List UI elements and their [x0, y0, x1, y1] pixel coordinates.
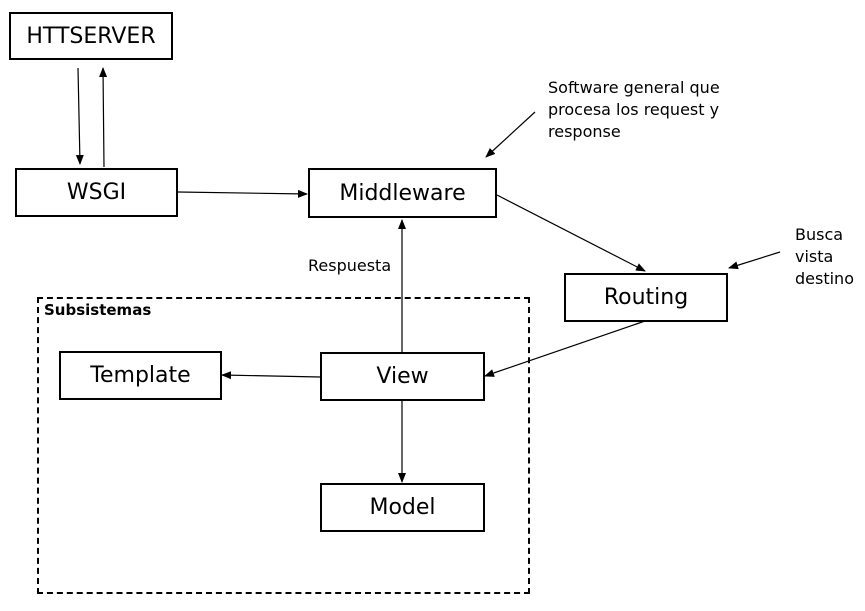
arrow-note-to-middleware	[485, 111, 536, 158]
routing-note-line-2: vista	[795, 247, 834, 266]
arrow-wsgi-to-middleware	[177, 189, 308, 198]
arrow-view-to-template	[221, 371, 321, 380]
respuesta-edge-label: Respuesta	[308, 256, 392, 275]
routing-note-line-1: Busca	[795, 225, 844, 244]
model-node: Model	[320, 483, 485, 532]
view-node: View	[320, 352, 485, 401]
wsgi-node: WSGI	[15, 168, 178, 217]
subsistemas-label: Subsistemas	[44, 301, 152, 319]
arrow-wsgi-to-httpserver	[99, 67, 108, 168]
arrow-httpserver-to-wsgi	[75, 67, 84, 165]
httpserver-node: HTTSERVER	[9, 12, 173, 60]
template-node: Template	[59, 351, 222, 400]
middleware-note-line-2: procesa los request y	[548, 100, 720, 119]
middleware-note-line-3: response	[548, 122, 621, 141]
subsistemas-group	[37, 297, 530, 594]
arrow-routing-to-view	[484, 320, 646, 377]
middleware-note: Software general que procesa los request…	[548, 77, 720, 143]
arrow-middleware-to-routing	[496, 194, 646, 272]
routing-node: Routing	[564, 273, 728, 322]
routing-note-line-3: destino	[795, 269, 854, 288]
middleware-note-line-1: Software general que	[548, 78, 720, 97]
middleware-node: Middleware	[308, 168, 497, 218]
arrow-note-to-routing	[728, 251, 781, 270]
routing-note: Busca vista destino	[795, 224, 854, 290]
